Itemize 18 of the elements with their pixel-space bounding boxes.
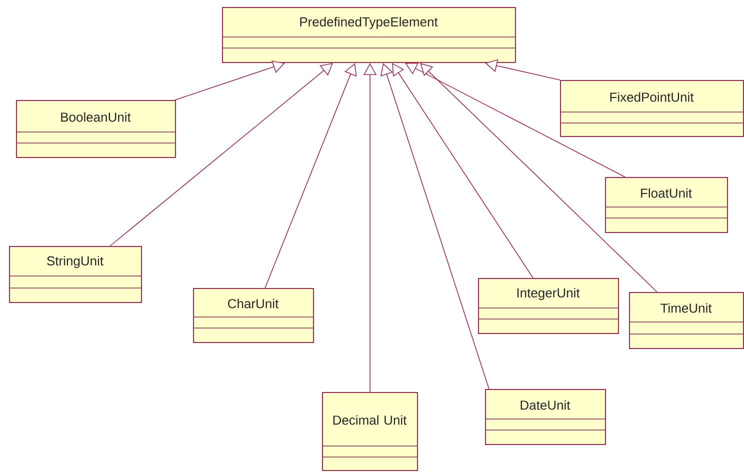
- class-box: CharUnit: [192, 288, 314, 343]
- generalization-arrow: [405, 62, 626, 178]
- generalization-arrow: [264, 63, 357, 288]
- class-box: BooleanUnit: [16, 100, 176, 158]
- generalization-arrow: [110, 63, 333, 246]
- generalization-arrow: [392, 63, 534, 278]
- generalization-arrow: [380, 63, 490, 390]
- class-box: Decimal Unit: [322, 392, 418, 471]
- generalization-arrow: [420, 63, 658, 292]
- generalization-arrow: [174, 60, 285, 100]
- class-box: FixedPointUnit: [560, 80, 744, 137]
- class-box: StringUnit: [8, 246, 142, 303]
- class-box: TimeUnit: [628, 292, 744, 349]
- class-box: IntegerUnit: [478, 278, 619, 334]
- class-box: DateUnit: [484, 389, 606, 445]
- generalization-arrow: [485, 59, 560, 80]
- class-box: FloatUnit: [604, 177, 728, 233]
- class-box: PredefinedTypeElement: [222, 7, 516, 63]
